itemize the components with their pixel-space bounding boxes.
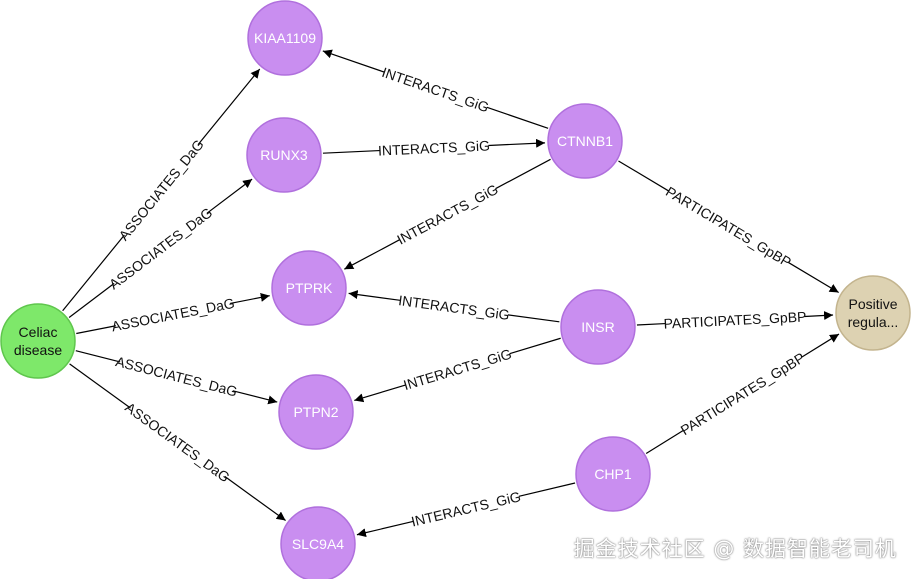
edge-label: INTERACTS_GiG — [394, 181, 500, 248]
edge-runx3-ctnnb1: INTERACTS_GiG — [322, 137, 546, 159]
edge-line-start — [645, 429, 684, 454]
edge-line-arrow — [356, 520, 414, 538]
node-label: CHP1 — [594, 466, 632, 482]
node-circle[interactable] — [280, 506, 356, 579]
node-label: INSR — [581, 319, 614, 335]
edge-celiac-ptprk: ASSOCIATES_DaG — [76, 292, 270, 335]
edge-label: PARTICIPATES_GpBP — [678, 349, 808, 438]
node-celiac[interactable]: Celiac disease — [0, 303, 76, 379]
node-circle[interactable] — [0, 303, 76, 379]
edge-label: ASSOCIATES_DaG — [106, 204, 215, 292]
node-circle[interactable] — [247, 0, 323, 76]
node-label: PTPN2 — [293, 404, 338, 420]
edge-line-start — [486, 106, 549, 129]
node-label: regula... — [848, 314, 899, 330]
node-circle[interactable] — [560, 289, 636, 365]
edge-line-start — [509, 337, 561, 355]
edge-line-start — [518, 482, 576, 497]
edge-label: INTERACTS_GiG — [380, 64, 491, 116]
edge-line-arrow — [354, 384, 406, 403]
edge-label: ASSOCIATES_DaG — [114, 353, 239, 399]
node-circle[interactable] — [835, 275, 911, 351]
node-slc9a4[interactable]: SLC9A4 — [280, 506, 356, 579]
node-kiaa1109[interactable]: KIAA1109 — [247, 0, 323, 76]
node-label: Celiac — [19, 324, 58, 340]
edge-label: ASSOCIATES_DaG — [110, 295, 236, 335]
node-label: RUNX3 — [260, 147, 308, 163]
edges-layer: ASSOCIATES_DaGASSOCIATES_DaGASSOCIATES_D… — [62, 49, 840, 538]
edge-line-start — [636, 322, 666, 326]
node-circle[interactable] — [547, 103, 623, 179]
node-insr[interactable]: INSR — [560, 289, 636, 365]
edge-line-arrow — [804, 310, 834, 320]
edge-line-arrow — [322, 49, 385, 73]
edge-line-arrow — [488, 138, 546, 148]
node-label: Positive — [848, 296, 897, 312]
edge-label: INTERACTS_GiG — [402, 346, 514, 394]
edge-line-arrow — [348, 290, 401, 301]
node-label: SLC9A4 — [292, 536, 344, 552]
edge-chp1-slc9a4: INTERACTS_GiG — [356, 482, 576, 538]
edge-line-start — [322, 149, 380, 154]
edge-label: INTERACTS_GiG — [397, 292, 510, 323]
node-label: PTPRK — [286, 280, 333, 296]
edge-line-start — [68, 282, 115, 318]
node-circle[interactable] — [271, 250, 347, 326]
node-positive[interactable]: Positive regula... — [835, 275, 911, 351]
edge-chp1-positive: PARTICIPATES_GpBP — [645, 333, 840, 454]
edge-line-start — [75, 350, 121, 363]
node-circle[interactable] — [278, 374, 354, 450]
edge-label: INTERACTS_GiG — [378, 137, 491, 158]
edge-ctnnb1-kiaa1109: INTERACTS_GiG — [322, 49, 549, 129]
edge-line-start — [618, 160, 670, 192]
edge-line-arrow — [232, 390, 278, 405]
edge-celiac-ptpn2: ASSOCIATES_DaG — [75, 350, 278, 405]
node-label: KIAA1109 — [254, 30, 316, 46]
node-ctnnb1[interactable]: CTNNB1 — [547, 103, 623, 179]
node-runx3[interactable]: RUNX3 — [246, 117, 322, 193]
node-ptpn2[interactable]: PTPN2 — [278, 374, 354, 450]
edge-ctnnb1-ptprk: INTERACTS_GiG — [344, 158, 551, 270]
edge-line-arrow — [344, 239, 400, 270]
edge-line-start — [76, 325, 117, 335]
node-label: CTNNB1 — [557, 133, 613, 149]
edge-label: PARTICIPATES_GpBP — [663, 183, 794, 270]
edge-insr-positive: PARTICIPATES_GpBP — [636, 308, 834, 332]
edge-insr-ptprk: INTERACTS_GiG — [348, 290, 560, 323]
node-circle[interactable] — [246, 117, 322, 193]
node-chp1[interactable]: CHP1 — [575, 436, 651, 512]
node-ptprk[interactable]: PTPRK — [271, 250, 347, 326]
edge-insr-ptpn2: INTERACTS_GiG — [354, 337, 561, 403]
edge-line-start — [495, 158, 551, 190]
edge-line-arrow — [197, 68, 261, 146]
edge-celiac-slc9a4: ASSOCIATES_DaG — [69, 363, 286, 522]
edge-line-start — [69, 363, 131, 409]
edge-line-arrow — [224, 475, 286, 522]
edge-line-start — [507, 314, 560, 323]
edge-label: PARTICIPATES_GpBP — [663, 308, 807, 331]
edge-line-arrow — [801, 333, 840, 358]
edge-celiac-kiaa1109: ASSOCIATES_DaG — [62, 68, 261, 312]
edge-line-start — [62, 234, 125, 312]
edge-label: ASSOCIATES_DaG — [122, 399, 233, 485]
edge-line-arrow — [788, 261, 839, 294]
edge-ctnnb1-positive: PARTICIPATES_GpBP — [618, 160, 839, 294]
edge-line-arrow — [230, 292, 270, 305]
edge-line-arrow — [206, 178, 253, 214]
node-circle[interactable] — [575, 436, 651, 512]
edge-label: INTERACTS_GiG — [410, 488, 523, 529]
node-label: disease — [14, 342, 62, 358]
watermark-text: 掘金技术社区 @ 数据智能老司机 — [573, 537, 897, 561]
